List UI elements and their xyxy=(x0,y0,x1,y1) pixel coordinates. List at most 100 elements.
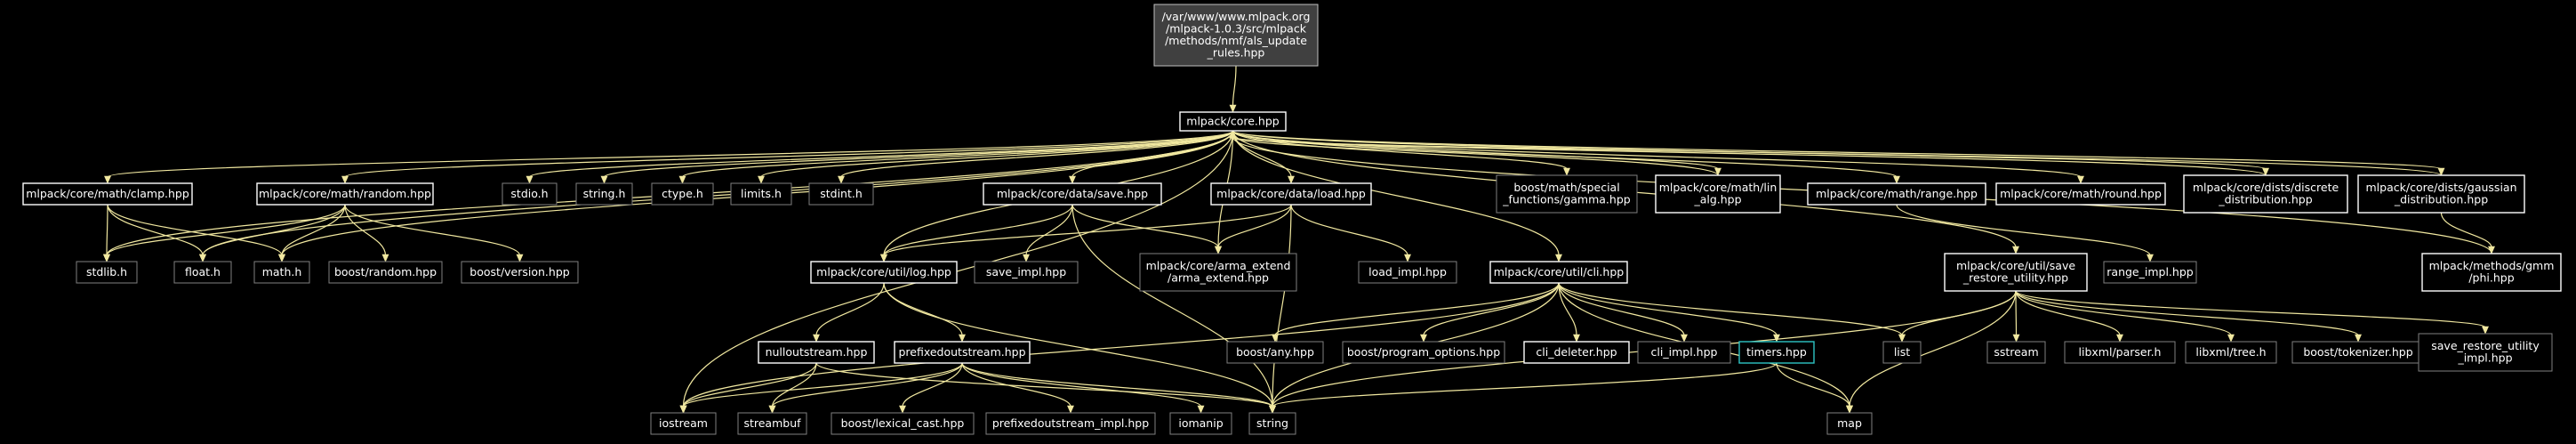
node-label: _distribution.hpp xyxy=(2394,193,2488,206)
node-nullout[interactable]: nulloutstream.hpp xyxy=(758,341,875,364)
node-label: mlpack/core/util/save xyxy=(1956,259,2075,272)
node-limits: limits.h xyxy=(730,182,792,206)
edge-prefixed-to-iostream xyxy=(679,362,963,414)
edge-line xyxy=(1901,290,2017,336)
edge-line xyxy=(1025,204,1073,256)
edge-line xyxy=(961,362,1202,408)
node-saverest[interactable]: mlpack/core/util/save_restore_utility.hp… xyxy=(1944,253,2088,292)
node-box xyxy=(1523,341,1630,364)
node-label: boost/lexical_cast.hpp xyxy=(841,416,965,430)
node-save[interactable]: mlpack/core/data/save.hpp xyxy=(983,182,1162,206)
graph-nodes: /var/www/www.mlpack.org/mlpack-1.0.3/src… xyxy=(22,4,2562,435)
node-prefixed[interactable]: prefixedoutstream.hpp xyxy=(894,341,1031,364)
node-box xyxy=(1169,412,1232,435)
node-cli[interactable]: mlpack/core/util/cli.hpp xyxy=(1489,261,1628,284)
arrow-head-icon xyxy=(104,175,111,184)
node-saveimpl: save_impl.hpp xyxy=(974,261,1079,284)
node-label: /phi.hpp xyxy=(2468,271,2514,285)
node-box xyxy=(2064,341,2176,364)
arrow-head-icon xyxy=(1069,175,1076,184)
edge-saverest-to-libparser xyxy=(2015,290,2123,343)
node-clidel[interactable]: cli_deleter.hpp xyxy=(1523,341,1630,364)
edge-prefixed-to-string xyxy=(961,362,1276,414)
edge-line xyxy=(1232,130,1898,178)
edge-random-to-math xyxy=(278,204,346,262)
node-box xyxy=(1153,4,1319,67)
node-label: libxml/tree.h xyxy=(2195,345,2266,359)
node-core[interactable]: mlpack/core.hpp xyxy=(1179,111,1287,132)
node-box xyxy=(1637,341,1731,364)
edge-line xyxy=(1232,65,1237,107)
arrow-head-icon xyxy=(758,175,765,184)
edge-line xyxy=(1232,136,1719,176)
edge-save-to-armaext xyxy=(1071,204,1222,254)
node-label: stdint.h xyxy=(820,187,863,200)
node-random[interactable]: mlpack/core/math/random.hpp xyxy=(256,182,434,206)
arrow-head-icon xyxy=(1714,167,1721,176)
arrow-head-icon xyxy=(2355,334,2362,343)
edge-line xyxy=(840,130,1234,178)
node-clamp[interactable]: mlpack/core/math/clamp.hpp xyxy=(22,182,193,206)
arrow-head-icon xyxy=(2262,167,2269,176)
node-armaext: mlpack/core/arma_extend/arma_extend.hpp xyxy=(1139,253,1297,292)
node-log[interactable]: mlpack/core/util/log.hpp xyxy=(810,261,958,284)
node-box xyxy=(2183,174,2348,214)
node-box xyxy=(808,182,874,206)
arrow-head-icon xyxy=(1229,130,1237,139)
node-label: prefixedoutstream_impl.hpp xyxy=(992,416,1149,430)
node-box xyxy=(758,341,875,364)
edge-core-to-random xyxy=(341,130,1234,184)
node-gamma: boost/math/special_functions/gamma.hpp xyxy=(1496,174,1638,214)
arrow-head-icon xyxy=(2012,334,2020,343)
edge-line xyxy=(1274,282,1560,336)
edge-cli-to-list xyxy=(1558,282,1906,343)
node-box xyxy=(1342,341,1505,364)
node-label: map xyxy=(1837,416,1862,430)
node-label: stdlib.h xyxy=(86,265,127,279)
node-label: save_impl.hpp xyxy=(986,265,1066,279)
node-gaussian[interactable]: mlpack/core/dists/gaussian_distribution.… xyxy=(2357,174,2525,214)
node-box xyxy=(328,261,443,284)
edge-core-to-round xyxy=(1232,130,2084,184)
edge-line xyxy=(1558,282,1685,336)
node-timers[interactable]: timers.hpp xyxy=(1738,341,1815,364)
node-label: cli_impl.hpp xyxy=(1651,345,1718,359)
edge-prefixed-to-iomanip xyxy=(961,362,1205,414)
edge-prefixed-to-streambuf xyxy=(768,362,963,414)
node-bversion: boost/version.hpp xyxy=(461,261,579,284)
node-range[interactable]: mlpack/core/math/range.hpp xyxy=(1807,182,1986,206)
node-box xyxy=(1226,341,1324,364)
node-root[interactable]: /var/www/www.mlpack.org/mlpack-1.0.3/src… xyxy=(1153,4,1319,67)
node-box xyxy=(985,412,1156,435)
node-load[interactable]: mlpack/core/data/load.hpp xyxy=(1210,182,1372,206)
node-label: mlpack/core/math/clamp.hpp xyxy=(26,187,189,200)
edge-line xyxy=(1423,282,1560,336)
edge-line xyxy=(281,204,346,256)
node-linalg[interactable]: mlpack/core/math/lin_alg.hpp xyxy=(1655,174,1781,214)
edge-line xyxy=(1272,362,1778,408)
node-label: _restore_utility.hpp xyxy=(1962,271,2068,285)
arrow-head-icon xyxy=(1555,254,1562,262)
node-box xyxy=(1826,412,1873,435)
arrow-head-icon xyxy=(2147,254,2154,262)
node-discrete[interactable]: mlpack/core/dists/discrete_distribution.… xyxy=(2183,174,2348,214)
edge-core-to-range xyxy=(1232,130,1900,184)
node-ctype: ctype.h xyxy=(651,182,714,206)
arrow-head-icon xyxy=(1893,175,1900,184)
node-label: boost/program_options.hpp xyxy=(1347,345,1500,359)
node-box xyxy=(1139,253,1297,292)
edge-cli-to-timers xyxy=(1558,282,1780,343)
node-box xyxy=(2291,341,2425,364)
arrow-head-icon xyxy=(381,254,389,262)
edge-line xyxy=(1232,130,1568,170)
edge-range-to-rangeimpl xyxy=(1896,204,2154,262)
node-box xyxy=(650,412,717,435)
arrow-head-icon xyxy=(1563,167,1570,176)
node-phi[interactable]: mlpack/methods/gmm/phi.hpp xyxy=(2421,253,2562,292)
node-round[interactable]: mlpack/core/math/round.hpp xyxy=(1995,182,2166,206)
arrow-head-icon xyxy=(2077,175,2084,184)
node-label: ctype.h xyxy=(662,187,703,200)
node-label: boost/any.hpp xyxy=(1236,345,1314,359)
node-box xyxy=(1179,111,1287,132)
node-box xyxy=(2185,341,2277,364)
